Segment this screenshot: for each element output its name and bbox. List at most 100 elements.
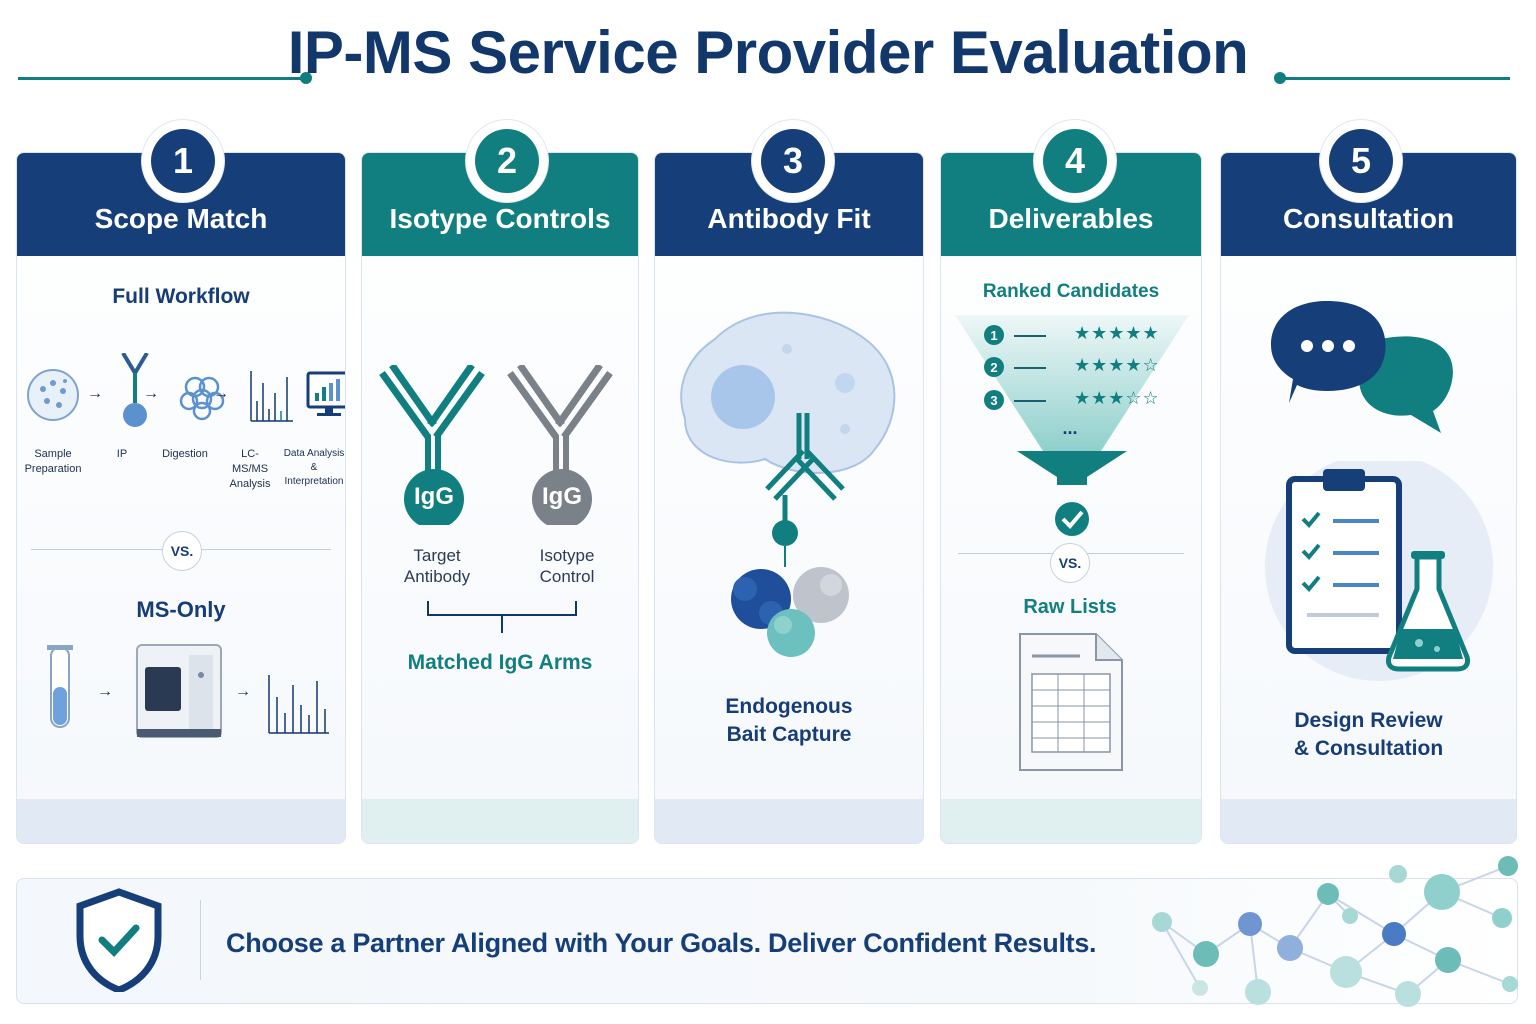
rank-number: 1 [984,325,1004,345]
card-header: Antibody Fit [655,153,923,256]
rank-bar [1014,400,1046,402]
card-header: Deliverables [941,153,1201,256]
title-dot-right [1274,72,1286,84]
clipboard-illustration [1265,461,1493,681]
card-isotype-controls: Isotype Controls IgG IgG Target Antibody… [361,152,639,844]
arrow-icon: → [87,385,103,402]
network-graph-icon [1152,856,1518,1007]
card-footer-band [655,799,923,843]
step-number: 5 [1329,129,1393,193]
bottom-banner [16,878,1518,1004]
bracket-icon [427,601,577,633]
vs-badge: VS. [1050,543,1090,583]
page-title: IP-MS Service Provider Evaluation [287,19,1249,86]
rank-bar [1014,367,1046,369]
arrow-icon: → [235,683,251,700]
step-number: 3 [761,129,825,193]
card-title: Consultation [1282,203,1455,234]
antibody-icon [121,353,149,427]
ms-only-label: MS-Only [136,597,226,622]
matched-igg-arms-label: Matched IgG Arms [407,651,593,674]
protein-complex-icon [731,567,849,657]
step-badge-4: 4 [1034,120,1116,202]
star-rating-icon: ★★★★☆ [1074,355,1160,375]
clipboard-checklist-icon [1286,469,1402,654]
cell-dish-icon [27,369,79,421]
igg-label-isotype: IgG [542,483,582,510]
card-title: Antibody Fit [707,203,871,234]
rank-row: 3 ★★★☆☆ [984,388,1174,412]
step-number: 1 [151,129,215,193]
step-label: Sample Preparation [24,448,82,475]
divider [200,900,201,980]
ranked-candidates-label: Ranked Candidates [982,281,1160,302]
step-number: 2 [475,129,539,193]
step-label: IP [116,448,128,460]
rank-number: 2 [984,357,1004,377]
antibody-icon [379,365,485,525]
chat-bubbles-icon [1271,301,1453,433]
star-rating-icon: ★★★★★ [1074,323,1160,343]
rank-number: 3 [984,390,1004,410]
card-footer-band [362,799,638,843]
raw-lists-label: Raw Lists [1023,596,1117,618]
card-footer-band [941,799,1201,843]
card-footer-band [17,799,345,843]
cell-icon [680,311,896,474]
spectrum-chart-icon [250,371,293,422]
arrow-icon: → [213,385,229,402]
spectrum-chart-icon [268,675,329,734]
tagline: Choose a Partner Aligned with Your Goals… [226,928,1097,958]
ms-only-icons [47,644,329,738]
card-footer-band [1221,799,1516,843]
card-scope-match: Scope Match Full Workflow [16,152,346,844]
isotype-control-label: Isotype Control [539,546,595,586]
antibody-icon [507,365,613,525]
mass-spectrometer-icon [136,644,222,738]
card-title: Deliverables [988,203,1154,234]
step-badge-2: 2 [466,120,548,202]
card-consultation: Consultation Design Review & Consultatio… [1220,152,1517,844]
check-icon [1055,502,1089,536]
step-badge-1: 1 [142,120,224,202]
vs-badge: VS. [162,531,202,571]
design-review-label: Design Review & Consultation [1293,709,1444,760]
step-label: LC-MS/MS Analysis [229,448,271,490]
step-number: 4 [1043,129,1107,193]
title-divider-right [1282,77,1510,80]
rank-row: 2 ★★★★☆ [984,355,1174,379]
title-row [0,20,1536,100]
bead-icon [772,520,798,546]
title-dot-left [300,72,312,84]
full-workflow-label: Full Workflow [112,285,250,308]
target-antibody-label: Target Antibody [403,546,471,586]
step-badge-3: 3 [752,120,834,202]
ellipsis: ... [1062,418,1078,438]
antibody-fit-illustration [680,311,896,657]
star-rating-icon: ★★★☆☆ [1074,388,1160,408]
rank-row: 1 ★★★★★ [984,323,1174,347]
antibody-pair-icons [379,365,613,525]
flask-icon [1386,551,1470,672]
arrow-icon: → [143,385,159,402]
antibody-icon [765,413,845,523]
shield-check-icon [76,888,162,992]
arrow-icon: → [97,683,113,700]
title-divider-left [18,77,303,80]
step-label: Data Analysis & Interpretation [283,448,345,487]
card-title: Scope Match [94,203,268,234]
rank-bar [1014,335,1046,337]
step-badge-5: 5 [1320,120,1402,202]
test-tube-icon [47,645,73,728]
digestion-icon [179,376,225,421]
card-antibody-fit: Antibody Fit Endogenous Bait Capture [654,152,924,844]
step-label: Digestion [162,448,208,460]
workflow-icons [27,353,345,427]
endogenous-bait-capture-label: Endogenous Bait Capture [725,695,853,746]
funnel-icon [955,315,1189,536]
card-header: Isotype Controls [362,153,638,256]
igg-label-target: IgG [414,483,454,510]
card-title: Isotype Controls [389,203,611,234]
document-table-icon [1019,633,1123,771]
monitor-chart-icon [306,371,345,416]
